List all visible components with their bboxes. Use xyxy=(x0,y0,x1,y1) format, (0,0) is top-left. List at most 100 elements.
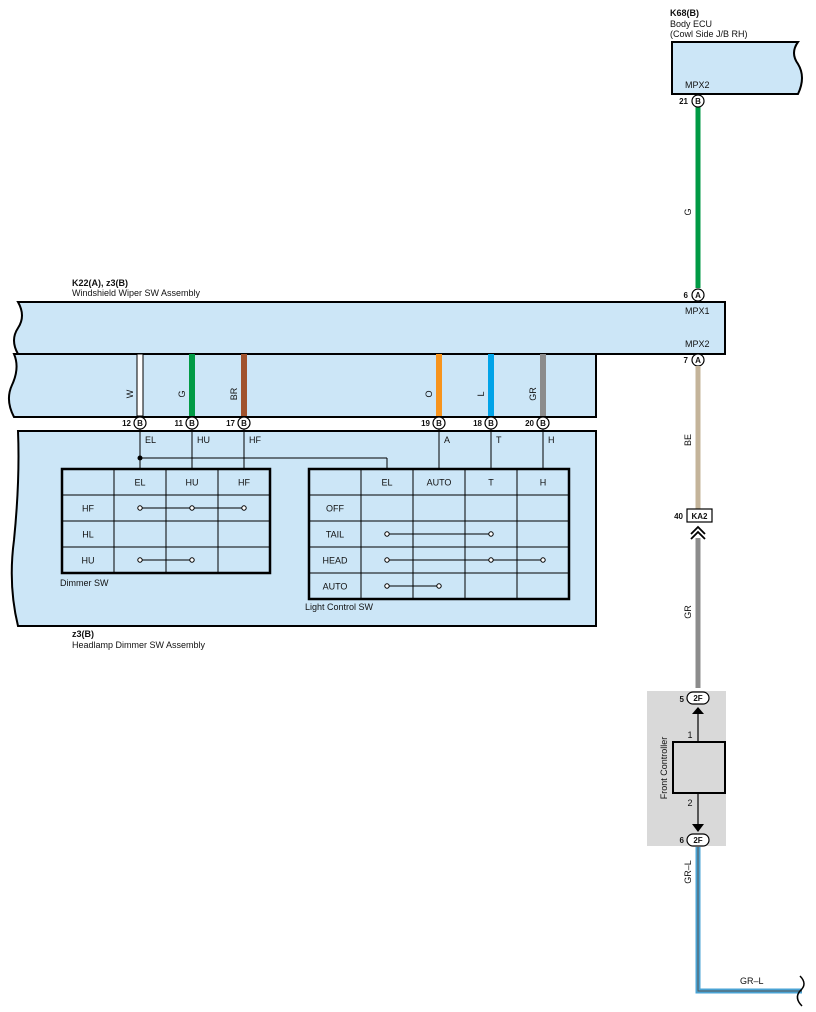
connector-11-tag: B xyxy=(189,419,195,428)
wiper-sw-box xyxy=(13,301,726,355)
connector-17-tag: B xyxy=(241,419,247,428)
light-row-off: OFF xyxy=(326,504,344,514)
light-row-auto: AUTO xyxy=(323,582,348,592)
dimmer-header-hu: HU xyxy=(186,478,199,488)
wire-w-label: W xyxy=(125,389,135,398)
light-header-t: T xyxy=(488,478,494,488)
light-continuity-dot xyxy=(488,557,494,563)
connector-wiper-7: 7 A xyxy=(684,353,705,367)
light-control-sw-title: Light Control SW xyxy=(305,602,374,612)
signal-labels-group: EL HU HF A T H xyxy=(145,435,555,445)
light-header-el: EL xyxy=(381,478,392,488)
dimmer-row-hu: HU xyxy=(82,556,95,566)
connector-ecu-21-circle xyxy=(691,94,705,108)
connector-12-number: 12 xyxy=(122,419,131,428)
signal-el-label: EL xyxy=(145,435,156,445)
connector-fc-6-tag: 2F xyxy=(693,836,702,845)
wire-gr-l-label-horizontal: GR–L xyxy=(740,976,764,986)
wiper-sw-name: Windshield Wiper SW Assembly xyxy=(72,288,201,298)
connector-fc-5-number: 5 xyxy=(680,695,685,704)
front-controller-pin-1: 1 xyxy=(687,730,692,740)
dimmer-continuity-dot xyxy=(189,557,195,563)
connector-11-number: 11 xyxy=(175,419,184,428)
connector-17-number: 17 xyxy=(226,419,235,428)
dimmer-sw-title: Dimmer SW xyxy=(60,578,109,588)
connector-wiper-7-tag: A xyxy=(695,356,701,365)
junction-ka2: 40 KA2 xyxy=(674,508,713,540)
wire-gr-label: GR xyxy=(683,605,693,619)
connector-19-tag: B xyxy=(436,419,442,428)
junction-ka2-number: 40 xyxy=(674,512,683,521)
dimmer-continuity-dot xyxy=(137,505,143,511)
connector-ecu-21-tag: B xyxy=(695,97,701,106)
junction-ka2-box xyxy=(686,508,713,523)
connector-fc-5: 5 2F xyxy=(680,691,710,705)
connector-wiper-6-tag: A xyxy=(695,291,701,300)
dimmer-header-hf: HF xyxy=(238,478,250,488)
signal-t-label: T xyxy=(496,435,502,445)
light-continuity-dot xyxy=(384,531,390,537)
wire-gr-l-stripe xyxy=(697,847,802,992)
front-controller-box xyxy=(672,741,726,794)
signal-a-label: A xyxy=(444,435,450,445)
connector-20-number: 20 xyxy=(525,419,534,428)
dimmer-continuity-dot xyxy=(241,505,247,511)
connector-fc-6-number: 6 xyxy=(680,836,685,845)
wiper-lower-box xyxy=(8,353,597,418)
body-ecu-sub: (Cowl Side J/B RH) xyxy=(670,29,748,39)
wire-gr-l-label-vertical: GR–L xyxy=(683,860,693,884)
connector-fc-6-shape xyxy=(686,833,710,847)
splice-dot xyxy=(137,455,143,461)
wire-w xyxy=(136,353,144,417)
light-continuity-dot xyxy=(384,557,390,563)
wire-g-label: G xyxy=(177,390,187,397)
body-ecu-box xyxy=(671,41,803,95)
front-controller-name: Front Controller xyxy=(659,737,669,800)
dimmer-continuity-dot xyxy=(137,557,143,563)
wire-gr-label: GR xyxy=(528,387,538,401)
connector-fc-5-tag: 2F xyxy=(693,694,702,703)
connector-20-tag: B xyxy=(540,419,546,428)
headlamp-sw-code: z3(B) xyxy=(72,629,94,639)
light-control-sw-table: EL AUTO T H OFF TAIL HEAD AUTO xyxy=(307,467,571,601)
connector-wiper-6-number: 6 xyxy=(684,291,689,300)
body-ecu-name: Body ECU xyxy=(670,19,712,29)
connector-18-number: 18 xyxy=(473,419,482,428)
signal-hu-label: HU xyxy=(197,435,210,445)
wiper-terminal-mpx2: MPX2 xyxy=(685,339,710,349)
connector-12-tag: B xyxy=(137,419,143,428)
connector-wiper-6: 6 A xyxy=(684,288,705,302)
dimmer-row-hf: HF xyxy=(82,504,94,514)
light-row-tail: TAIL xyxy=(326,530,344,540)
front-controller-arrow-bottom xyxy=(692,824,704,832)
connector-wiper-7-number: 7 xyxy=(684,356,689,365)
connector-ecu-21-number: 21 xyxy=(679,97,688,106)
wiper-terminal-mpx1: MPX1 xyxy=(685,306,710,316)
light-continuity-dot xyxy=(436,583,442,589)
light-continuity-dot xyxy=(488,531,494,537)
internal-wires-group xyxy=(137,429,544,470)
dimmer-continuity-dot xyxy=(189,505,195,511)
headlamp-sw-name: Headlamp Dimmer SW Assembly xyxy=(72,640,206,650)
junction-ka2-chevron xyxy=(690,525,706,540)
light-header-auto: AUTO xyxy=(427,478,452,488)
signal-h-label: H xyxy=(548,435,555,445)
connector-fc-6: 6 2F xyxy=(680,833,710,847)
connector-19-number: 19 xyxy=(421,419,430,428)
connector-fc-5-shape xyxy=(686,691,710,705)
connector-ecu-21: 21 B xyxy=(679,94,705,108)
wire-o-label: O xyxy=(424,390,434,397)
light-header-h: H xyxy=(540,478,547,488)
wiper-sw-code: K22(A), z3(B) xyxy=(72,278,128,288)
signal-hf-label: HF xyxy=(249,435,261,445)
wire-g-label: G xyxy=(683,208,693,215)
dimmer-header-el: EL xyxy=(134,478,145,488)
body-ecu-code: K68(B) xyxy=(670,8,699,18)
wire-continuation-mark xyxy=(796,975,805,1007)
light-continuity-dot xyxy=(384,583,390,589)
body-ecu-terminal: MPX2 xyxy=(685,80,710,90)
light-row-head: HEAD xyxy=(322,556,348,566)
